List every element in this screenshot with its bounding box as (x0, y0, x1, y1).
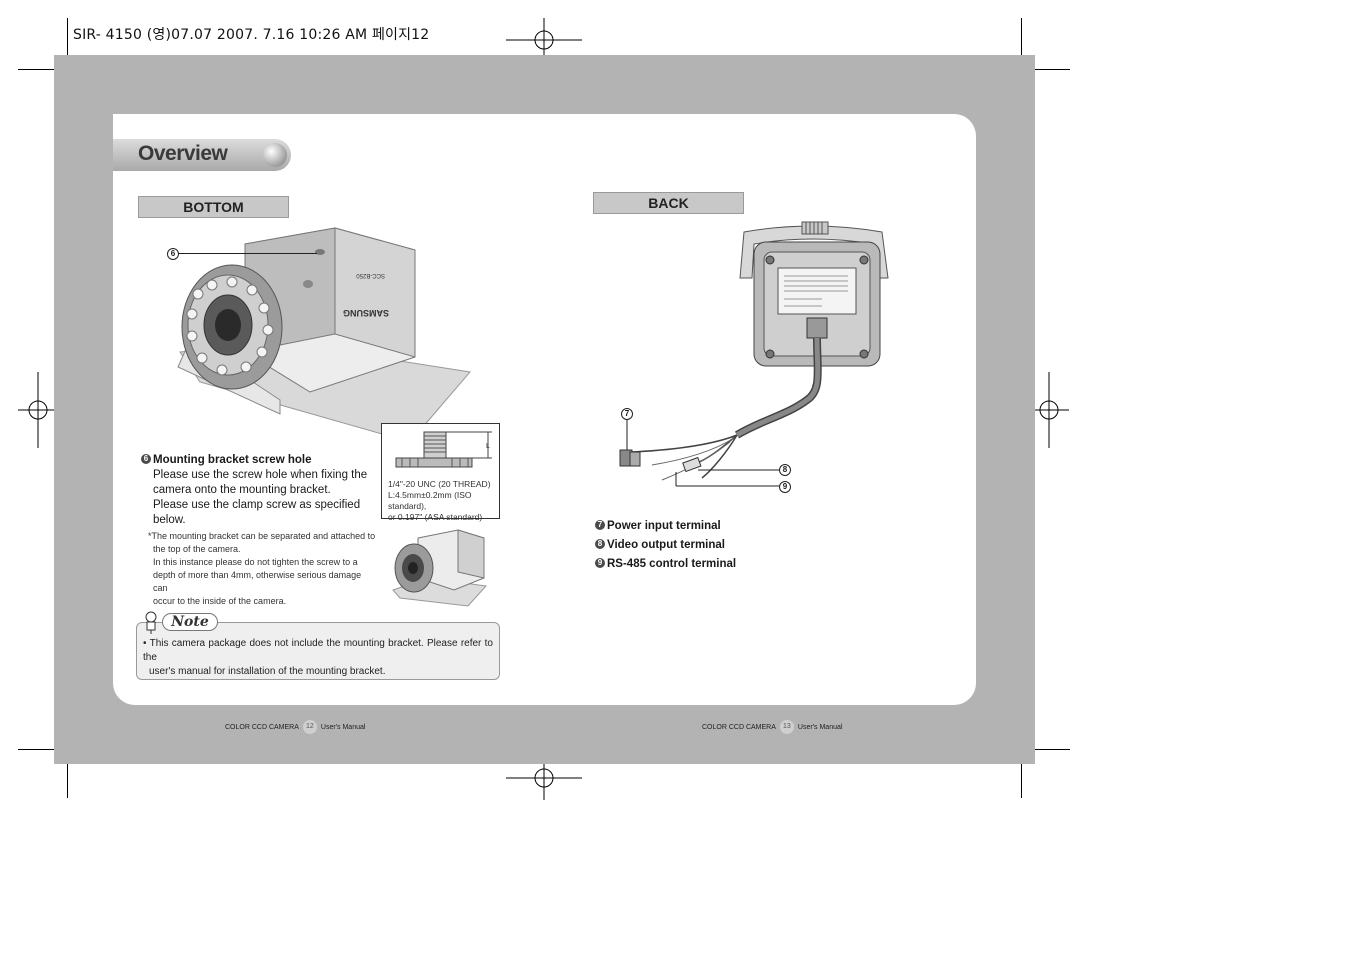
item-number-8: 8 (595, 538, 605, 549)
brand-label: SAMSUNG (343, 308, 389, 318)
camera-small-illustration (392, 529, 488, 607)
footnote-line-3: In this instance please do not tighten t… (153, 557, 358, 567)
bottom-section-tab: BOTTOM (138, 196, 289, 218)
page-title: Overview (138, 142, 228, 165)
model-label: SCC-B250 (356, 272, 385, 278)
bottom-heading: Mounting bracket screw hole (153, 454, 312, 466)
spec-line-3: or 0.197" (ASA standard) (388, 512, 483, 522)
screw-spec-box: L 1/4"-20 UNC (20 THREAD) L:4.5mm±0.2mm … (381, 423, 500, 522)
footer-right-product: COLOR CCD CAMERA (702, 723, 776, 731)
bracket-footnote: *The mounting bracket can be separated a… (148, 530, 378, 608)
back-section-tab: BACK (593, 192, 744, 214)
item-label-video: Video output terminal (607, 539, 725, 551)
print-header: SIR- 4150 (영)07.07 2007. 7.16 10:26 AM 페… (73, 27, 430, 43)
footnote-marker: * (148, 531, 152, 541)
footer-left-product: COLOR CCD CAMERA (225, 723, 299, 731)
callout-6: 6 (167, 248, 179, 260)
camera-bottom-illustration: SAMSUNG SCC-B250 (177, 227, 471, 443)
callout-9: 9 (779, 481, 791, 493)
item-label-power: Power input terminal (607, 520, 721, 532)
bottom-line-2: camera onto the mounting bracket. (153, 484, 331, 496)
footnote-line-4: depth of more than 4mm, otherwise seriou… (153, 570, 362, 593)
note-line-2: user's manual for installation of the mo… (149, 666, 386, 677)
overview-tab (113, 139, 291, 171)
spec-text: 1/4"-20 UNC (20 THREAD) L:4.5mm±0.2mm (I… (382, 479, 499, 523)
bottom-line-3: Please use the clamp screw as specified … (153, 499, 361, 526)
page-number-right: 13 (779, 720, 794, 734)
note-text: • This camera package does not include t… (143, 637, 493, 679)
item-label-rs485: RS-485 control terminal (607, 558, 737, 570)
note-title: Note (162, 613, 218, 631)
page-number-left: 12 (302, 720, 317, 734)
footer-right-manual: User's Manual (797, 723, 843, 731)
screw-illustration: L (395, 431, 492, 468)
spec-line-1: 1/4"-20 UNC (20 THREAD) (388, 479, 491, 489)
callout-7: 7 (621, 408, 633, 420)
footer-left-manual: User's Manual (320, 723, 366, 731)
footnote-line-2: the top of the camera. (153, 544, 241, 554)
note-box: • This camera package does not include t… (136, 622, 500, 680)
note-person-icon (145, 611, 157, 634)
dimension-label: L (486, 443, 490, 450)
item-number-7: 7 (595, 519, 605, 530)
bottom-text: Please use the screw hole when fixing th… (141, 468, 381, 528)
callout-8: 8 (779, 464, 791, 476)
note-line-1: This camera package does not include the… (143, 638, 493, 663)
bottom-line-1: Please use the screw hole when fixing th… (153, 469, 368, 481)
item-number-6: 6 (141, 453, 151, 464)
note-bullet: • (143, 638, 147, 649)
spec-line-2: L:4.5mm±0.2mm (ISO standard), (388, 490, 472, 511)
footnote-line-5: occur to the inside of the camera. (153, 596, 287, 606)
callout-6-leader (179, 253, 317, 254)
ball-icon (263, 143, 287, 167)
footnote-line-1: The mounting bracket can be separated an… (151, 531, 376, 541)
camera-back-illustration (619, 221, 889, 487)
item-number-9: 9 (595, 557, 605, 568)
